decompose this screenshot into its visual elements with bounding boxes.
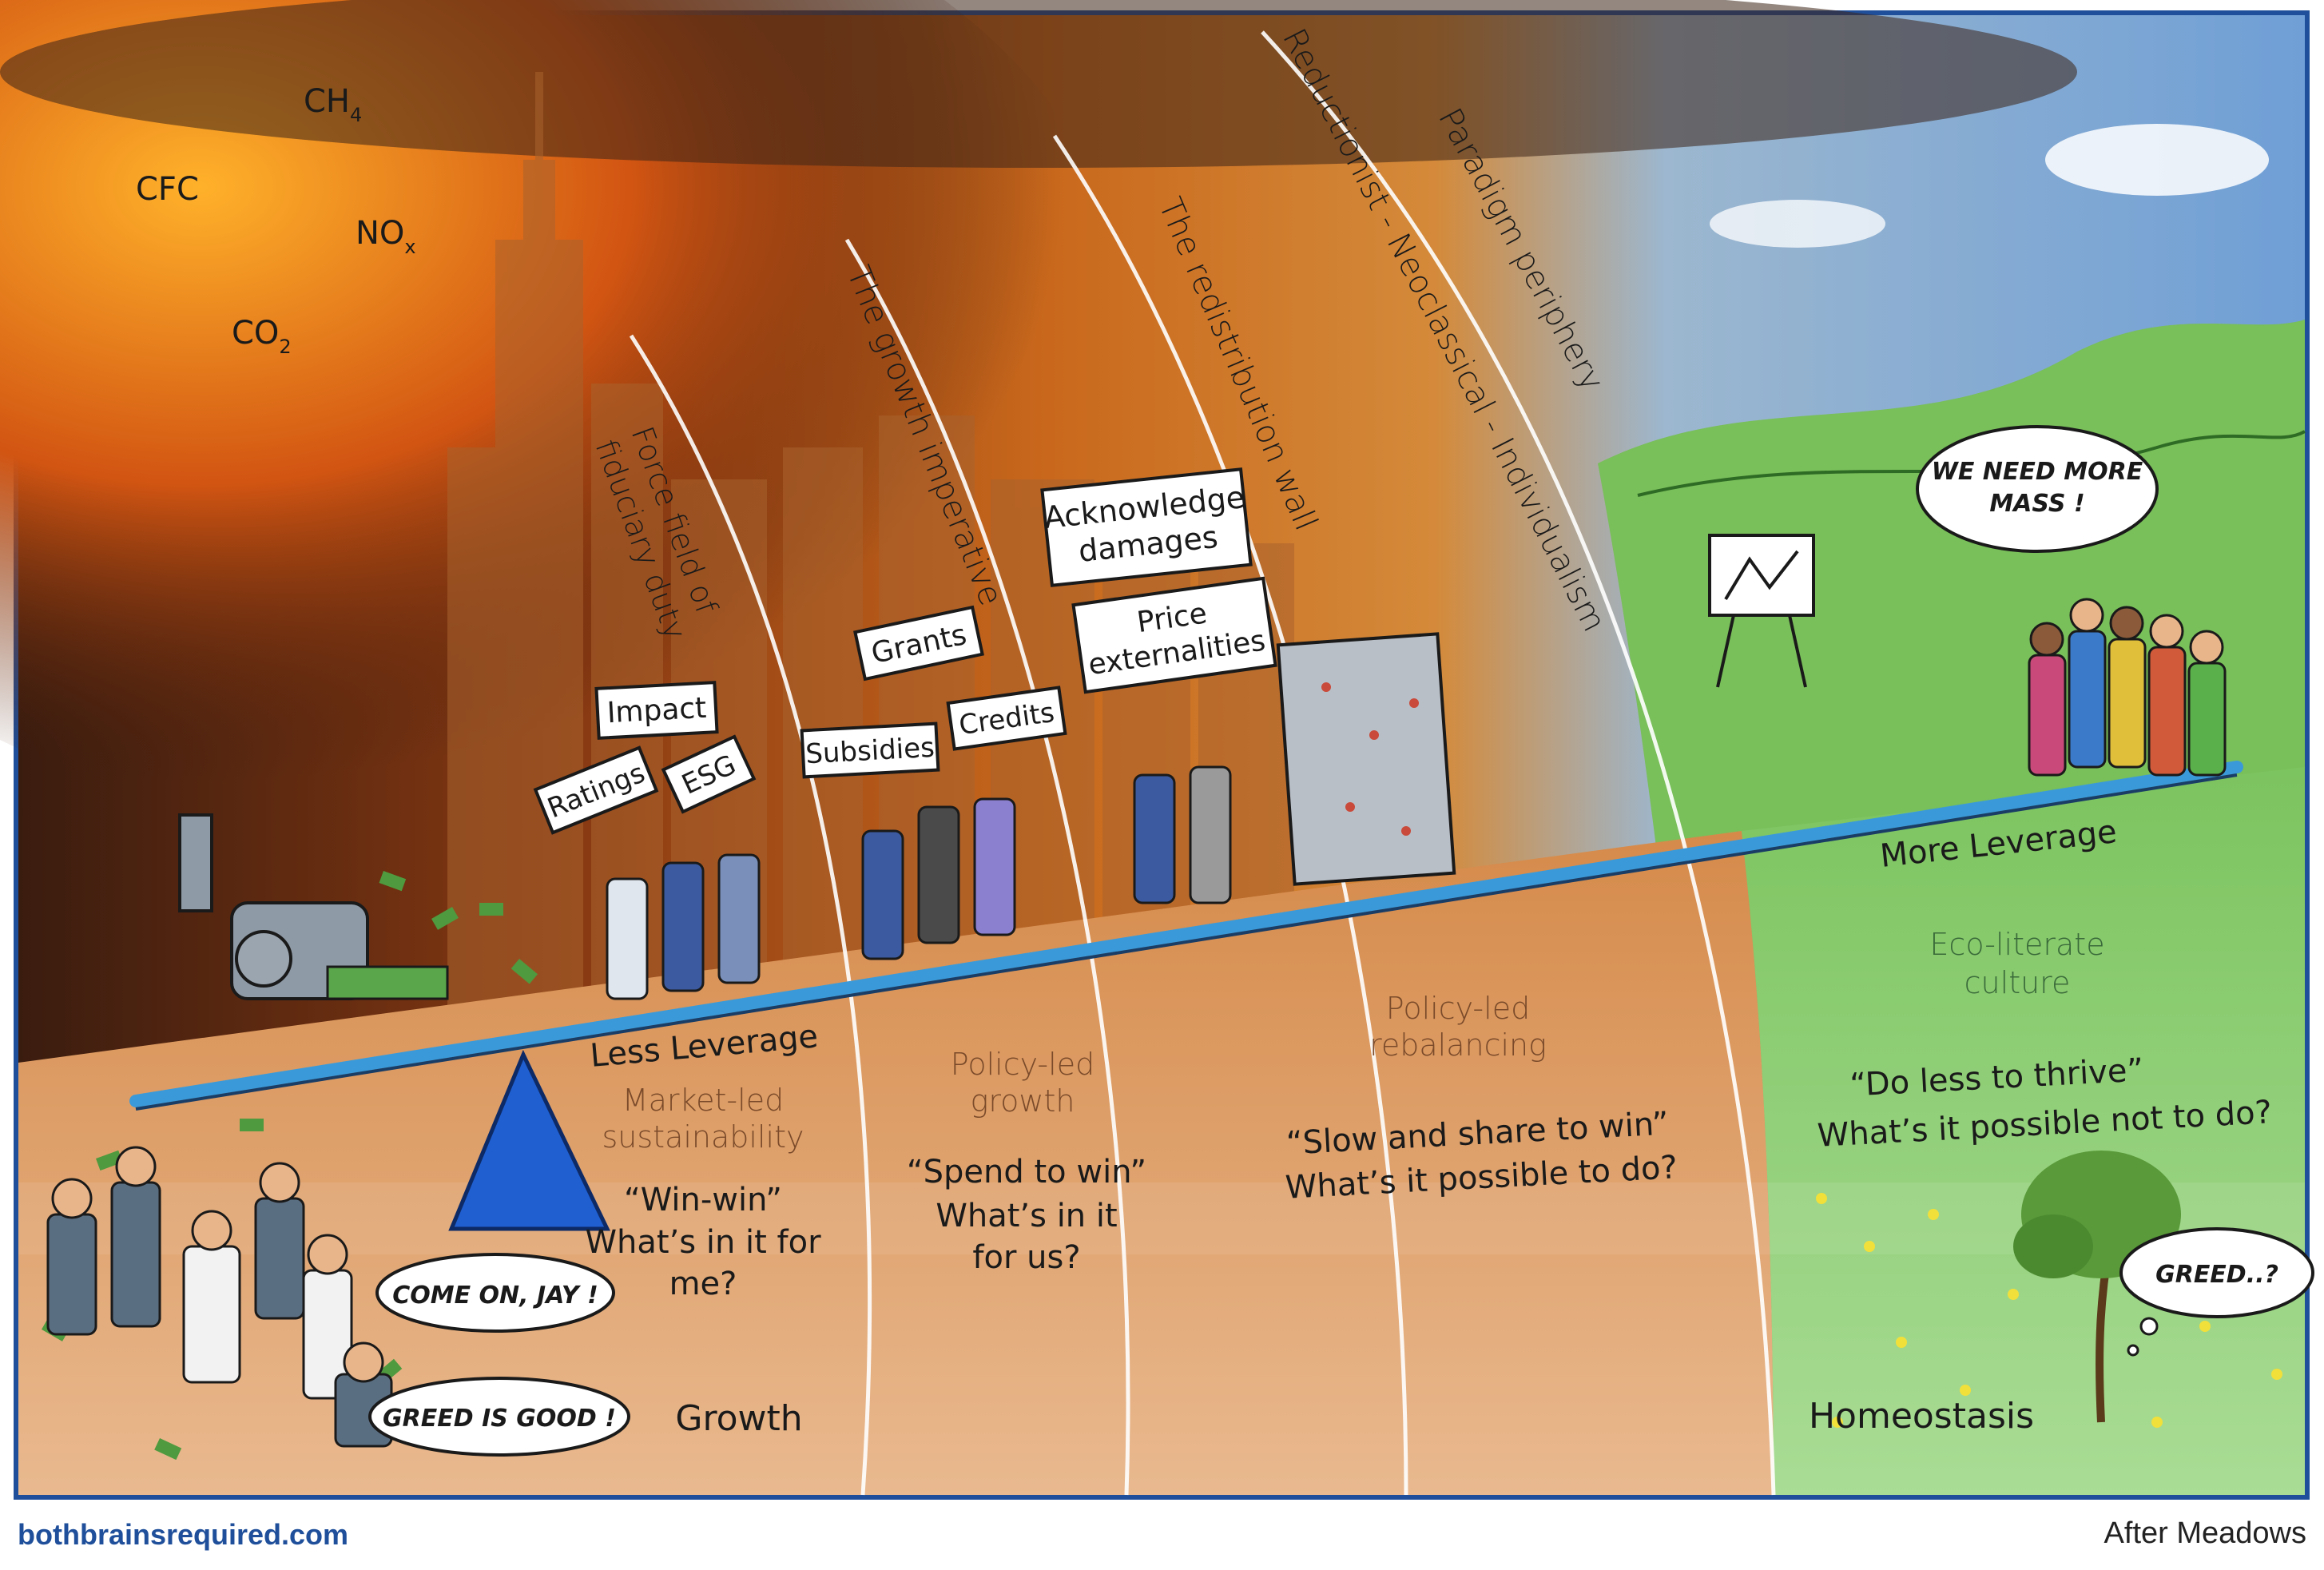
sign-subsidies: Subsidies xyxy=(800,721,940,779)
sign-price-externalities: Priceexternalities xyxy=(1071,576,1277,694)
bubble-greed-question: GREED..? xyxy=(2119,1227,2314,1357)
paradigm-arcs xyxy=(629,30,1776,1496)
money-printing-machine xyxy=(178,813,449,1000)
ground-band xyxy=(18,1182,2305,1254)
svg-text:GREED IS GOOD !: GREED IS GOOD ! xyxy=(383,1405,616,1433)
credit-text: After Meadows xyxy=(2104,1516,2306,1550)
gas-nox: NOx xyxy=(356,215,416,258)
crowd-right xyxy=(2028,598,2227,777)
cloud xyxy=(1710,200,1885,248)
svg-text:GREED..?: GREED..? xyxy=(2155,1261,2278,1289)
climbing-wall xyxy=(1276,632,1456,886)
zone-market-label: Growth xyxy=(675,1398,802,1439)
bubble-come-on: COME ON, JAY ! xyxy=(375,1253,615,1333)
flowers xyxy=(1816,1193,2282,1428)
gas-cfc: CFC xyxy=(136,171,199,208)
sign-grants: Grants xyxy=(853,605,984,682)
zone-market-quote: “Win-win” xyxy=(624,1182,782,1218)
seesaw-beam-edge xyxy=(135,773,2238,1111)
sign-holders xyxy=(606,765,1232,1000)
svg-text:Impact: Impact xyxy=(606,692,707,729)
sign-impact: Impact xyxy=(594,681,719,740)
ground-green xyxy=(1742,767,2305,1495)
sign-acknowledge-damages: Acknowledgedamages xyxy=(1040,467,1253,587)
crowd-left xyxy=(46,1146,393,1448)
zone-eco-label: Homeostasis xyxy=(1809,1396,2034,1437)
bubble-greed-good: GREED IS GOOD ! xyxy=(368,1377,630,1457)
svg-text:COME ON, JAY !: COME ON, JAY ! xyxy=(392,1282,598,1310)
presentation-easel xyxy=(1708,534,1815,688)
sign-esg: ESG xyxy=(661,734,757,814)
cloud xyxy=(2045,124,2269,196)
smoke-band xyxy=(0,0,2077,168)
gas-co2: CO2 xyxy=(232,315,292,358)
seesaw-beam xyxy=(129,761,2243,1107)
website-link[interactable]: bothbrainsrequired.com xyxy=(18,1518,349,1551)
gas-ch4: CH4 xyxy=(304,83,362,126)
zone-policy-growth-quote: “Spend to win” xyxy=(907,1154,1146,1190)
sign-credits: Credits xyxy=(946,686,1067,751)
seesaw-fulcrum xyxy=(448,1049,610,1231)
svg-text:Subsidies: Subsidies xyxy=(804,732,935,770)
